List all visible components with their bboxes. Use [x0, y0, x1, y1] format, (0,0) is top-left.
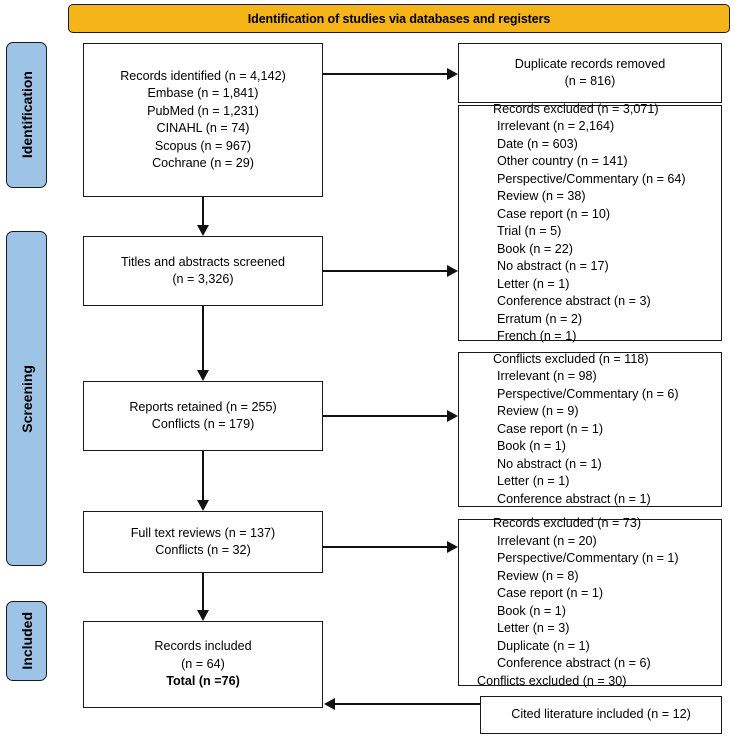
box-records-included: Records included (n = 64) Total (n =76) — [83, 621, 323, 708]
box-line-title: Duplicate records removed — [514, 56, 666, 71]
box-line-count: (n = 816) — [564, 74, 616, 88]
connector-fulltext-to-excluded — [323, 546, 447, 549]
box-line-source-pubmed: PubMed (n = 1,231) — [147, 103, 259, 118]
box-line-reason-case-report: Case report (n = 1) — [497, 586, 604, 600]
box-line-source-embase: Embase (n = 1,841) — [147, 86, 259, 100]
stage-label-identification-text: Identification — [18, 71, 35, 159]
box-fulltext-reviews-body: Full text reviews (n = 137) Conflicts (n… — [84, 525, 322, 560]
box-line-count: (n = 64) — [181, 656, 225, 671]
box-line-reason-irrelevant: Irrelevant (n = 2,164) — [497, 119, 615, 133]
stage-label-included: Included — [6, 601, 47, 681]
arrowhead-screened-to-retained — [197, 370, 209, 381]
box-records-identified: Records identified (n = 4,142) Embase (n… — [83, 43, 323, 197]
connector-screened-to-excluded — [323, 270, 447, 273]
box-line-reason-letter: Letter (n = 1) — [497, 474, 570, 489]
box-line-reason-review: Review (n = 38) — [497, 189, 586, 203]
box-line-title: Conflicts excluded (n = 118) — [493, 351, 649, 366]
box-line-reason-review: Review (n = 9) — [497, 404, 579, 419]
box-line-reason-book: Book (n = 22) — [497, 241, 573, 256]
arrowhead-cited-to-included — [324, 698, 335, 710]
box-reports-retained: Reports retained (n = 255) Conflicts (n … — [83, 381, 323, 451]
box-records-included-body: Records included (n = 64) Total (n =76) — [84, 638, 322, 691]
connector-retained-to-conflicts — [323, 415, 447, 418]
box-line-reason-date: Date (n = 603) — [497, 136, 578, 151]
box-titles-abstracts-screened: Titles and abstracts screened (n = 3,326… — [83, 236, 323, 306]
arrowhead-screened-to-excluded — [447, 265, 458, 277]
box-line-reason-duplicate: Duplicate (n = 1) — [497, 638, 590, 653]
box-line-fulltext-reviews: Full text reviews (n = 137) — [130, 525, 276, 540]
box-records-identified-body: Records identified (n = 4,142) Embase (n… — [84, 68, 322, 173]
stage-label-screening-text: Screening — [18, 364, 35, 433]
box-line-title: Records excluded (n = 73) — [493, 516, 642, 530]
box-line-reason-other-country: Other country (n = 141) — [497, 154, 628, 168]
box-line-reason-perspective-commentary: Perspective/Commentary (n = 1) — [497, 551, 679, 565]
connector-fulltext-to-included — [202, 573, 205, 610]
box-line-reason-conference-abstract: Conference abstract (n = 1) — [497, 491, 651, 506]
box-line-cited-literature: Cited literature included (n = 12) — [511, 707, 691, 722]
box-line-count: (n = 3,326) — [172, 272, 234, 286]
box-records-excluded-2-body: Records excluded (n = 73) Irrelevant (n … — [477, 515, 721, 690]
box-line-source-scopus: Scopus (n = 967) — [154, 138, 252, 153]
arrowhead-identified-to-duplicates — [447, 68, 458, 80]
box-line-reason-no-abstract: No abstract (n = 1) — [497, 456, 602, 471]
box-line-conflicts-excluded-footer: Conflicts excluded (n = 30) — [477, 673, 627, 688]
box-records-excluded-screening: Records excluded (n = 3,071) Irrelevant … — [458, 102, 722, 343]
connector-identified-to-duplicates — [323, 73, 447, 76]
box-line-title: Records excluded (n = 3,071) — [493, 101, 659, 116]
connector-cited-to-included — [335, 703, 480, 706]
box-line-source-cinahl: CINAHL (n = 74) — [156, 121, 250, 135]
box-line-records-included: Records included — [154, 639, 252, 654]
connector-identified-to-screened — [202, 197, 205, 225]
connector-screened-to-retained — [202, 306, 205, 370]
box-conflicts-excluded: Conflicts excluded (n = 118) Irrelevant … — [458, 352, 722, 507]
box-line-reason-french: French (n = 1) — [497, 329, 577, 343]
box-line-reason-perspective-commentary: Perspective/Commentary (n = 6) — [497, 386, 679, 401]
box-line-reason-no-abstract: No abstract (n = 17) — [497, 259, 609, 273]
box-line-reason-conference-abstract: Conference abstract (n = 3) — [497, 294, 651, 308]
box-records-excluded-1-body: Records excluded (n = 3,071) Irrelevant … — [477, 101, 721, 346]
box-line-reason-letter: Letter (n = 3) — [497, 621, 570, 635]
box-line-title: Records identified (n = 4,142) — [120, 68, 286, 83]
box-line-conflicts: Conflicts (n = 179) — [151, 417, 255, 431]
arrowhead-retained-to-conflicts — [447, 410, 458, 422]
arrowhead-identified-to-screened — [197, 225, 209, 236]
stage-label-identification: Identification — [6, 42, 47, 188]
box-line-reason-case-report: Case report (n = 1) — [497, 421, 604, 436]
box-line-total: Total (n =76) — [166, 674, 240, 689]
box-line-reports-retained: Reports retained (n = 255) — [129, 399, 277, 414]
stage-label-screening: Screening — [6, 231, 47, 566]
box-line-reason-perspective-commentary: Perspective/Commentary (n = 64) — [497, 171, 686, 186]
box-conflicts-excluded-body: Conflicts excluded (n = 118) Irrelevant … — [477, 351, 721, 509]
box-records-excluded-full-text: Records excluded (n = 73) Irrelevant (n … — [458, 516, 722, 688]
box-line-reason-irrelevant: Irrelevant (n = 98) — [497, 369, 597, 384]
box-cited-literature-body: Cited literature included (n = 12) — [481, 706, 721, 724]
box-line-reason-irrelevant: Irrelevant (n = 20) — [497, 533, 597, 548]
box-line-conflicts: Conflicts (n = 32) — [155, 543, 251, 557]
box-line-reason-book: Book (n = 1) — [497, 603, 566, 618]
banner-title: Identification of studies via databases … — [247, 11, 551, 26]
box-line-reason-conference-abstract: Conference abstract (n = 6) — [497, 656, 651, 670]
box-full-text-reviews: Full text reviews (n = 137) Conflicts (n… — [83, 511, 323, 573]
box-cited-literature-included: Cited literature included (n = 12) — [480, 696, 722, 734]
box-line-title: Titles and abstracts screened — [120, 254, 286, 269]
connector-retained-to-fulltext — [202, 451, 205, 500]
box-line-reason-case-report: Case report (n = 10) — [497, 206, 611, 221]
banner-identification-header: Identification of studies via databases … — [68, 4, 730, 33]
box-line-reason-letter: Letter (n = 1) — [497, 276, 570, 291]
box-line-source-cochrane: Cochrane (n = 29) — [152, 156, 254, 170]
arrowhead-fulltext-to-included — [197, 610, 209, 621]
box-line-reason-book: Book (n = 1) — [497, 439, 566, 454]
box-duplicate-records-removed: Duplicate records removed (n = 816) — [458, 43, 722, 103]
box-duplicates-removed-body: Duplicate records removed (n = 816) — [459, 56, 721, 91]
box-line-reason-erratum: Erratum (n = 2) — [497, 311, 583, 326]
stage-label-included-text: Included — [18, 612, 35, 670]
box-line-reason-trial: Trial (n = 5) — [497, 224, 562, 238]
box-titles-screened-body: Titles and abstracts screened (n = 3,326… — [84, 254, 322, 289]
box-line-reason-review: Review (n = 8) — [497, 568, 579, 583]
box-reports-retained-body: Reports retained (n = 255) Conflicts (n … — [84, 399, 322, 434]
arrowhead-retained-to-fulltext — [197, 500, 209, 511]
arrowhead-fulltext-to-excluded — [447, 541, 458, 553]
